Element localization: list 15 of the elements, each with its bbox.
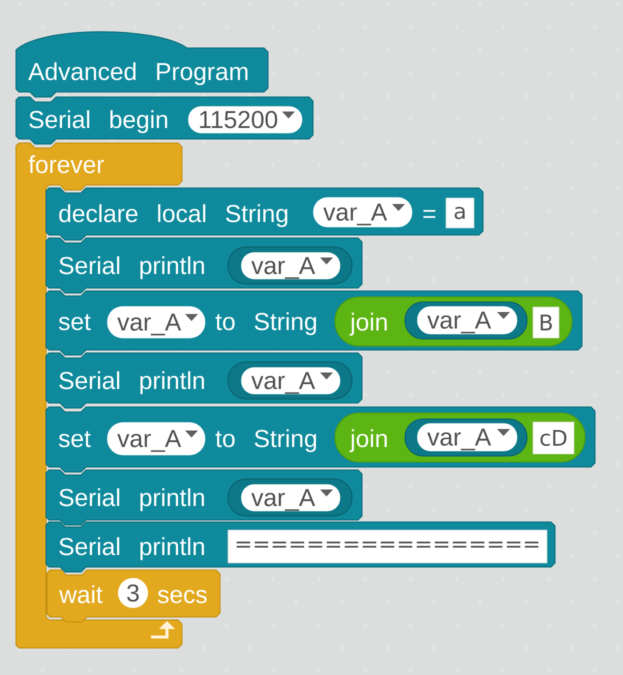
hat-block: Advanced Program (16, 31, 268, 98)
dropdown-menu: var_A (417, 423, 518, 452)
dropdown-menu: var_A (107, 306, 206, 338)
dropdown-menu: var_A (241, 484, 340, 512)
dropdown-menu: var_A (107, 422, 206, 456)
dropdown-menu: var_A (313, 197, 412, 228)
input-field: a (446, 198, 474, 228)
input-field: B (532, 306, 560, 338)
number-input: 3 (118, 578, 148, 608)
input-field: ================= (228, 530, 548, 564)
dropdown-menu: var_A (241, 367, 340, 394)
dropdown-menu: var_A (417, 306, 518, 334)
dropdown-menu: var_A (241, 252, 340, 280)
input-field: cD (532, 422, 574, 454)
dropdown-menu: 115200 (188, 106, 302, 134)
